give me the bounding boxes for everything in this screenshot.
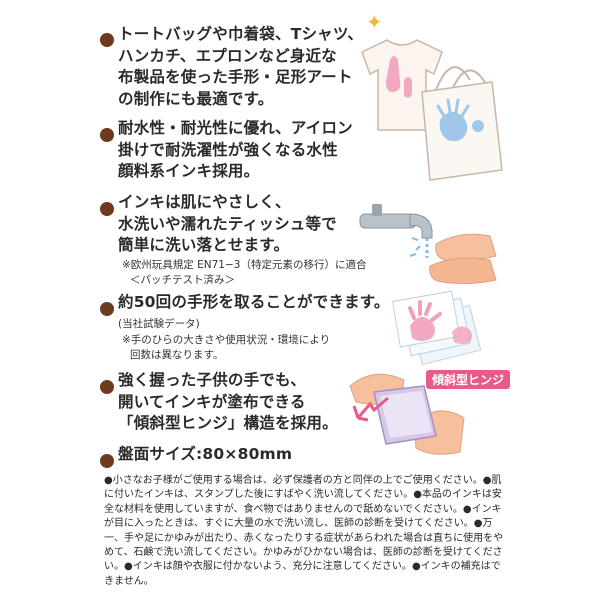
sparkle-icon: ✦ (366, 10, 383, 34)
bullet-dot (100, 302, 114, 316)
stamp-pad-icon (373, 385, 437, 445)
feature-line: 耐水性・耐光性に優れ、アイロン (118, 119, 353, 137)
feature-line: 盤面サイズ:80×80mm (118, 445, 293, 463)
feature-line: 開いてインキが塗布できる (118, 392, 306, 411)
feature-line: インキは肌にやさしく、 (118, 193, 291, 211)
feature-line: 「傾斜型ヒンジ」構造を採用。 (118, 414, 338, 432)
hinge-label-tag: 傾斜型ヒンジ (426, 370, 511, 389)
feature-line: の制作にも最適です。 (118, 89, 274, 108)
washing-hands-icon (429, 233, 497, 285)
bullet-dot (100, 380, 114, 394)
fine-print-item: ●インキの補充はできません。 (104, 561, 501, 587)
feature-line: 掛けで耐洗濯性が強くなる水性 (118, 140, 338, 159)
feature-line: 簡単に洗い落とせます。 (118, 236, 290, 254)
fine-print-item: ●小さなお子様がご使用する場合は、必ず保護者の方と同伴の上でご使用ください。 (104, 475, 483, 486)
feature-line: 布製品を使った手形・足形アート (118, 68, 353, 86)
feature-text: トートバッグや巾着袋、Tシャツ、 ハンカチ、エプロンなど身近な 布製品を使った手… (118, 24, 363, 110)
feature-note: (当社試験データ) (118, 318, 200, 330)
feature-text: 約50回の手形を取ることができます。 (118, 292, 390, 314)
feature-text: インキは肌にやさしく、 水洗いや濡れたティッシュ等で 簡単に洗い落とせます。 (118, 192, 337, 257)
water-splash-icon (409, 237, 421, 257)
feature-note: ※手のひらの大きさや使用状況・環境により (122, 334, 331, 346)
feature-text: 耐水性・耐光性に優れ、アイロン 掛けで耐洗濯性が強くなる水性 顔料系インキ採用。 (118, 118, 353, 183)
hinge-illustration (349, 373, 465, 455)
hinge-label-text: 傾斜型ヒンジ (432, 373, 505, 387)
tshirt-tote-illustration (361, 39, 503, 181)
fine-print-item: ●インキが目に入ったときは、すぐに大量の水で洗い流し、医師の診断を受けてください… (104, 503, 502, 530)
feature-line: 強く握った子供の手でも、 (118, 371, 306, 389)
feature-note: ※欧州玩具規定 EN71−3（特定元素の移行）に適合 (122, 259, 367, 271)
bullet-dot (100, 128, 114, 142)
feature-note: ＜パッチテスト済み＞ (130, 274, 235, 286)
feature-line: ハンカチ、エプロンなど身近な (118, 46, 337, 65)
tshirt-icon (361, 39, 443, 131)
faucet-washing-illustration (359, 204, 497, 285)
feature-text: 強く握った子供の手でも、 開いてインキが塗布できる 「傾斜型ヒンジ」構造を採用。 (118, 370, 338, 435)
feature-line: 約50回の手形を取ることができます。 (118, 293, 390, 311)
fine-print: ●小さなお子様がご使用する場合は、必ず保護者の方と同伴の上でご使用ください。●肌… (104, 474, 508, 589)
handprint-cards-illustration (391, 290, 482, 366)
fine-print-item: ●万一、手や足にかゆみが出たり、赤くなったりする症状があらわれた場合は直ちに使用… (104, 518, 504, 573)
bullet-dot (100, 33, 114, 47)
feature-line: トートバッグや巾着袋、Tシャツ、 (118, 25, 364, 43)
bullet-dot (100, 202, 114, 216)
fine-print-item: ●インキは顔や衣服に付かないよう、充分に注意してください。 (124, 561, 412, 573)
feature-text: 盤面サイズ:80×80mm (118, 444, 292, 466)
feature-line: 水洗いや濡れたティッシュ等で (118, 214, 337, 233)
feature-line: 顔料系インキ採用。 (118, 162, 260, 180)
arrow-icon (356, 396, 389, 419)
arrow-head-icon (352, 405, 369, 422)
tote-bag-icon (421, 66, 503, 181)
fine-print-item: ●肌に付いたインキは、スタンプした後にすばやく洗い流してください。 (104, 475, 502, 501)
fine-print-item: ●本品のインキは安全な材料を使用していますが、食べ物ではありませんので舐めないで… (104, 489, 502, 515)
feature-note: 回数は異なります。 (130, 349, 224, 361)
faucet-icon (359, 204, 433, 239)
bullet-dot (100, 454, 114, 468)
handprint-card-icon (391, 290, 482, 366)
